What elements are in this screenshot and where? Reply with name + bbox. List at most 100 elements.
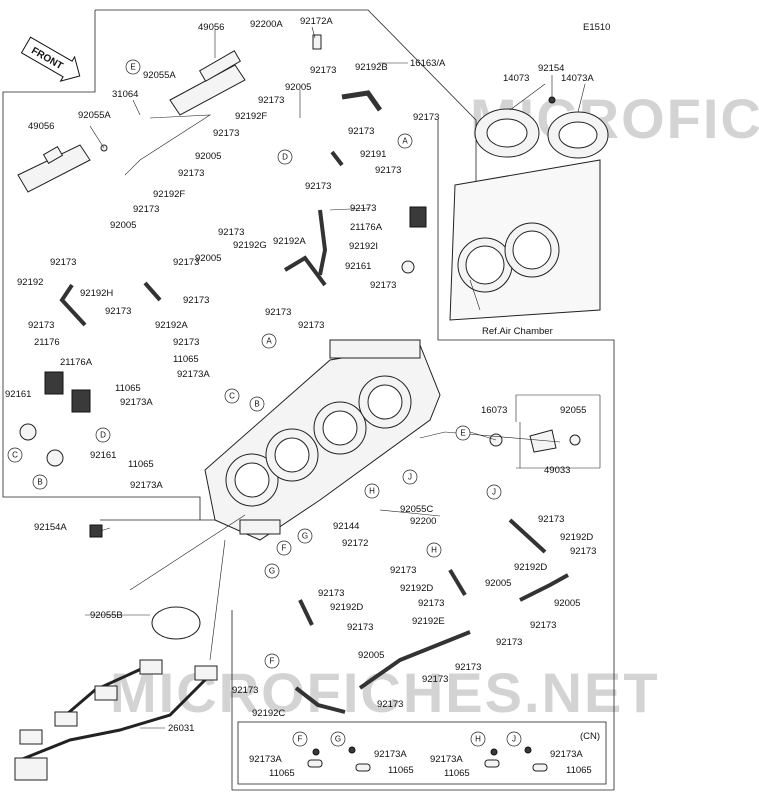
svg-text:G: G: [302, 532, 308, 541]
part-label: 92173A: [120, 397, 153, 408]
part-label: 92173A: [130, 480, 163, 491]
sensors: [19, 34, 581, 640]
part-label: 92192G: [233, 240, 267, 251]
air-chamber-box: [449, 96, 609, 321]
svg-text:A: A: [266, 337, 272, 346]
svg-text:B: B: [37, 478, 42, 487]
part-label: 31064: [112, 89, 138, 100]
callout-g-right: G: [264, 563, 280, 579]
part-label: 21176A: [350, 222, 383, 233]
part-label: 92192F: [235, 111, 267, 122]
part-label: 14073: [503, 73, 529, 84]
part-label: 92200A: [250, 19, 283, 30]
callout-b-mid: B: [249, 396, 265, 412]
part-label: 92005: [285, 82, 311, 93]
part-label: 92173: [173, 337, 199, 348]
part-label: 16163/A: [410, 58, 446, 69]
svg-text:D: D: [100, 431, 106, 440]
part-label: 92005: [110, 220, 136, 231]
part-label: 92173: [413, 112, 439, 123]
part-label: 92154A: [34, 522, 67, 533]
part-label: 92173: [496, 637, 522, 648]
part-label: 92173: [347, 622, 373, 633]
callout-e-mid: E: [455, 425, 471, 441]
part-label: 92173: [422, 674, 448, 685]
part-label: 92173: [173, 257, 199, 268]
callout-f-right: F: [264, 653, 280, 669]
part-label: 92144: [333, 521, 359, 532]
part-label: 92005: [195, 253, 221, 264]
callout-h-mid: H: [364, 483, 380, 499]
callout-d-mid: D: [95, 427, 111, 443]
part-label: 92161: [90, 450, 116, 461]
svg-text:C: C: [12, 451, 18, 460]
part-label: 92173A: [550, 749, 583, 760]
part-label: 92173: [258, 95, 284, 106]
part-label: 92192: [17, 277, 43, 288]
part-label: 92200: [410, 516, 436, 527]
part-label: 92055A: [78, 110, 111, 121]
part-label: 49056: [28, 121, 54, 132]
part-label: 92173: [298, 320, 324, 331]
cn-label: (CN): [580, 731, 600, 742]
part-label: 92055A: [143, 70, 176, 81]
callout-h-cn: H: [470, 731, 486, 747]
svg-text:F: F: [282, 544, 287, 553]
part-label: 21176: [34, 337, 60, 348]
callout-e-top: E: [125, 59, 141, 75]
part-label: 92192D: [400, 583, 433, 594]
callout-a-top: A: [397, 133, 413, 149]
part-label: 11065: [566, 765, 592, 776]
part-label: 92173A: [249, 754, 282, 765]
svg-text:J: J: [492, 488, 496, 497]
callout-h-right: H: [426, 542, 442, 558]
callout-j-cn: J: [506, 731, 522, 747]
part-label: 92173: [530, 620, 556, 631]
part-label: 92173: [318, 588, 344, 599]
part-label: 26031: [168, 723, 194, 734]
part-label: 11065: [128, 459, 154, 470]
part-label: 92005: [485, 578, 511, 589]
part-label: 92192H: [80, 288, 113, 299]
part-label: 92173: [265, 307, 291, 318]
part-label: 21176A: [60, 357, 93, 368]
part-label: 92173: [375, 165, 401, 176]
callout-f-cn: F: [292, 731, 308, 747]
part-label: 92192A: [155, 320, 188, 331]
part-label: 92173A: [177, 369, 210, 380]
callout-g-mid: G: [297, 528, 313, 544]
part-label: 92192E: [412, 616, 445, 627]
svg-text:E: E: [460, 429, 465, 438]
part-label: 92173: [183, 295, 209, 306]
part-label: 49056: [198, 22, 224, 33]
svg-text:H: H: [369, 487, 375, 496]
callout-f-mid: F: [276, 540, 292, 556]
callout-g-cn: G: [330, 731, 346, 747]
svg-text:H: H: [431, 546, 437, 555]
part-label: 11065: [388, 765, 414, 776]
hoses: [59, 90, 569, 714]
ref-air-chamber-note: Ref.Air Chamber: [482, 326, 553, 337]
part-label: 92173: [213, 128, 239, 139]
part-label: 92173: [538, 514, 564, 525]
part-label: 92192D: [560, 532, 593, 543]
part-label: 92192D: [330, 602, 363, 613]
part-label: 92173: [50, 257, 76, 268]
part-label: 92172: [342, 538, 368, 549]
part-label: 92173: [105, 306, 131, 317]
diagram-code: E1510: [583, 22, 610, 33]
callout-a-mid: A: [261, 333, 277, 349]
part-label: 92005: [195, 151, 221, 162]
part-label: 92173: [370, 280, 396, 291]
part-label: 11065: [444, 768, 470, 779]
svg-text:C: C: [229, 392, 235, 401]
callout-j-right: J: [486, 484, 502, 500]
svg-text:F: F: [298, 735, 303, 744]
part-label: 92173: [390, 565, 416, 576]
part-label: 92191: [360, 149, 386, 160]
part-label: 92192C: [252, 708, 285, 719]
part-label: 92173: [310, 65, 336, 76]
part-label: 92005: [554, 598, 580, 609]
